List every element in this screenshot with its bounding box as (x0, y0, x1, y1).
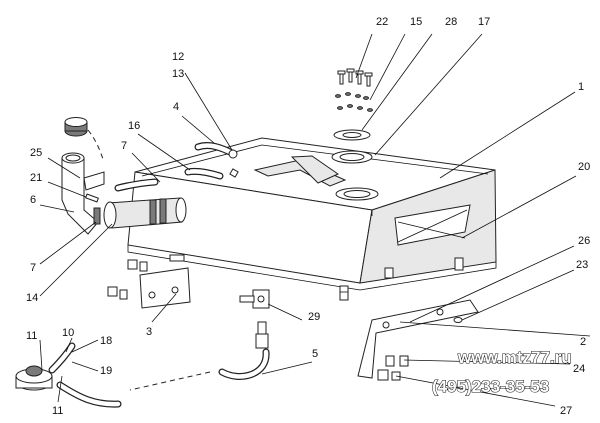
filler-hose (93, 197, 187, 229)
callout-5: 5 (312, 348, 318, 360)
leader-lines (39, 33, 591, 407)
watermark: www.mtz77.ru (495)233-35-53 (431, 347, 572, 396)
fuel-line (129, 348, 270, 391)
callout-3: 3 (146, 326, 152, 338)
callout-4: 4 (173, 101, 179, 113)
callout-21: 21 (30, 172, 42, 184)
callout-27: 27 (560, 405, 572, 417)
callout-13: 13 (172, 68, 184, 80)
callout-7-lower: 7 (30, 262, 36, 274)
mounting-bracket-left (107, 259, 191, 309)
callout-24: 24 (573, 363, 585, 375)
callout-18: 18 (100, 335, 112, 347)
connector-hoses (114, 167, 239, 192)
sediment-filter (15, 342, 122, 408)
callout-7-upper: 7 (121, 140, 127, 152)
washers (335, 92, 373, 112)
callout-20: 20 (578, 161, 590, 173)
filler-cap (64, 117, 105, 163)
callout-labels: 22 15 28 17 1 12 13 4 16 25 7 21 6 20 7 … (26, 16, 590, 417)
callout-16: 16 (128, 120, 140, 132)
callout-25: 25 (30, 147, 42, 159)
callout-19: 19 (100, 365, 112, 377)
callout-26: 26 (578, 235, 590, 247)
fuel-tap (239, 289, 270, 349)
watermark-phone: (495)233-35-53 (432, 377, 549, 396)
callout-11-upper: 11 (26, 330, 37, 342)
callout-14: 14 (26, 292, 38, 304)
callout-15: 15 (410, 16, 422, 28)
fuel-tank (127, 137, 497, 301)
breather-hose (194, 142, 238, 159)
gauge-flange (333, 129, 371, 141)
callout-23: 23 (576, 259, 588, 271)
bolts (337, 68, 373, 87)
mounting-bracket-right (357, 299, 479, 381)
filler-neck (61, 152, 105, 235)
callout-2: 2 (580, 336, 586, 348)
callout-22: 22 (376, 16, 388, 28)
callout-6: 6 (30, 194, 36, 206)
callout-17: 17 (478, 16, 490, 28)
watermark-site: www.mtz77.ru (457, 348, 572, 367)
callout-1: 1 (578, 81, 584, 93)
callout-29: 29 (308, 311, 320, 323)
callout-11-lower: 11 (52, 405, 63, 417)
callout-10: 10 (62, 327, 74, 339)
callout-12: 12 (172, 51, 184, 63)
callout-28: 28 (445, 16, 457, 28)
